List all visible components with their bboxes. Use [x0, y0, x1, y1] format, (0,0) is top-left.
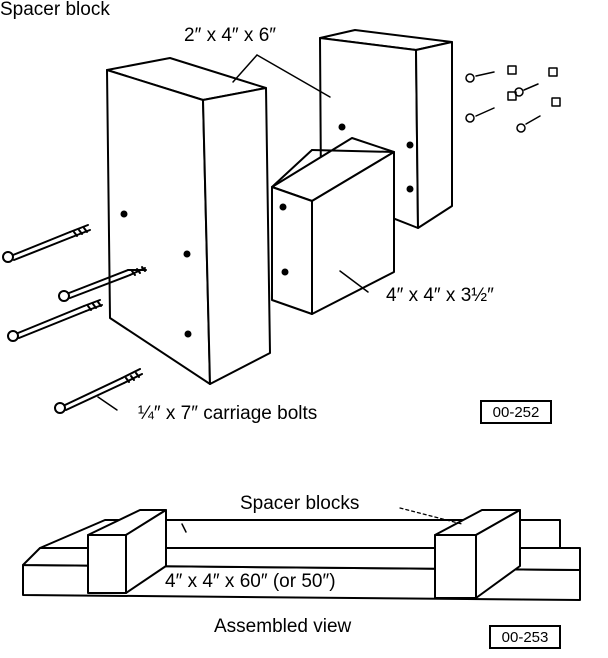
carriage-bolts	[2, 224, 147, 414]
tall-spacer-block	[106, 57, 271, 385]
bolt-4	[54, 368, 143, 414]
nuts-and-washers	[465, 65, 561, 133]
bolt-3	[7, 299, 103, 342]
bolt-2	[58, 266, 147, 302]
diagram-title: Spacer block	[0, 0, 110, 20]
figure-number-bottom: 00-253	[489, 625, 561, 649]
assembled-view-caption: Assembled view	[214, 616, 352, 637]
leader-lines	[97, 54, 369, 411]
board-dimension-label: 4″ x 4″ x 60″ (or 50″)	[165, 571, 336, 592]
spacer-dimension-label: 2″ x 4″ x 6″	[184, 25, 276, 46]
block-dimension-label: 4″ x 4″ x 3½″	[386, 285, 494, 306]
bolt-1	[2, 224, 91, 263]
middle-block	[271, 137, 395, 315]
right-spacer	[434, 534, 477, 599]
spacer-blocks-label: Spacer blocks	[240, 493, 360, 514]
assembled-view	[22, 507, 581, 601]
bolt-dimension-label: ¼″ x 7″ carriage bolts	[138, 403, 318, 424]
left-spacer	[87, 534, 127, 594]
figure-number-top: 00-252	[480, 400, 552, 424]
